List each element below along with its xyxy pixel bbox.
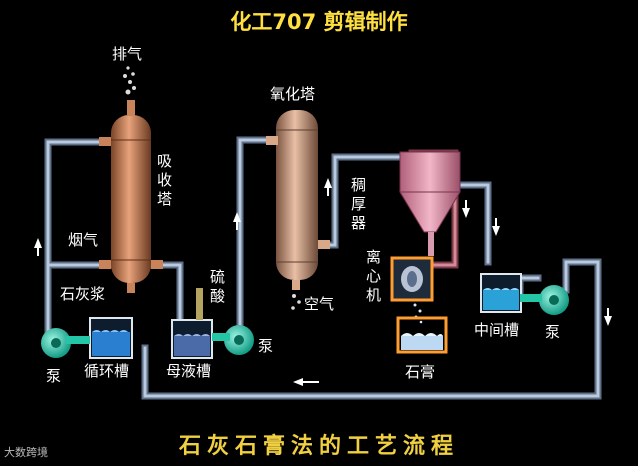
gypsum-falling [413, 303, 423, 324]
exhaust-puffs [123, 66, 136, 95]
label-oxidation-tower: 氧化塔 [270, 85, 316, 103]
pump-left-shape [41, 328, 90, 358]
label-absorber: 吸收塔 [157, 152, 173, 208]
arrow-down-intermediate [492, 218, 500, 236]
thickener-vessel [399, 151, 461, 256]
pump-mid-shape [212, 325, 254, 355]
flow-arrows [34, 178, 612, 386]
label-mother-liquor-tank: 母液槽 [166, 362, 212, 380]
label-centrifuge: 离心机 [366, 248, 382, 304]
label-circulation-tank: 循环槽 [84, 362, 130, 380]
label-exhaust: 排气 [112, 45, 143, 63]
label-thickener: 稠厚器 [351, 176, 367, 232]
arrow-up-oxidation-inlet [233, 212, 241, 230]
pump-right-shape [520, 285, 569, 315]
centrifuge-unit [390, 256, 434, 302]
intermediate-tank-vessel [480, 273, 522, 313]
label-pump-right: 泵 [545, 323, 561, 341]
oxidation-tower [266, 110, 330, 290]
footer-caption: 石灰石膏法的工艺流程 [178, 433, 459, 459]
label-flue-gas: 烟气 [68, 231, 99, 249]
pipe-network [44, 136, 602, 400]
header-title: 化工707 剪辑制作 [230, 10, 408, 34]
label-pump-mid: 泵 [258, 337, 274, 355]
label-air: 空气 [304, 295, 335, 313]
arrow-left-return [293, 378, 319, 386]
label-intermediate-tank: 中间槽 [474, 321, 520, 339]
arrow-up-absorber-inlet [34, 238, 42, 256]
air-bubbles [291, 294, 301, 310]
arrow-up-thickener-feed [324, 178, 332, 196]
absorber-tower [99, 100, 163, 293]
label-sulfuric-acid: 硫酸 [210, 268, 226, 305]
gypsum-bin [396, 316, 448, 354]
arrow-down-recirc [462, 200, 470, 218]
mother-liquor-tank-vessel [171, 288, 213, 359]
label-pump-left: 泵 [46, 367, 62, 385]
watermark: 大数跨境 [4, 446, 48, 459]
circulation-tank-vessel [89, 317, 133, 359]
label-lime-slurry: 石灰浆 [60, 285, 106, 303]
arrow-down-return [604, 308, 612, 326]
label-gypsum: 石膏 [405, 363, 436, 381]
